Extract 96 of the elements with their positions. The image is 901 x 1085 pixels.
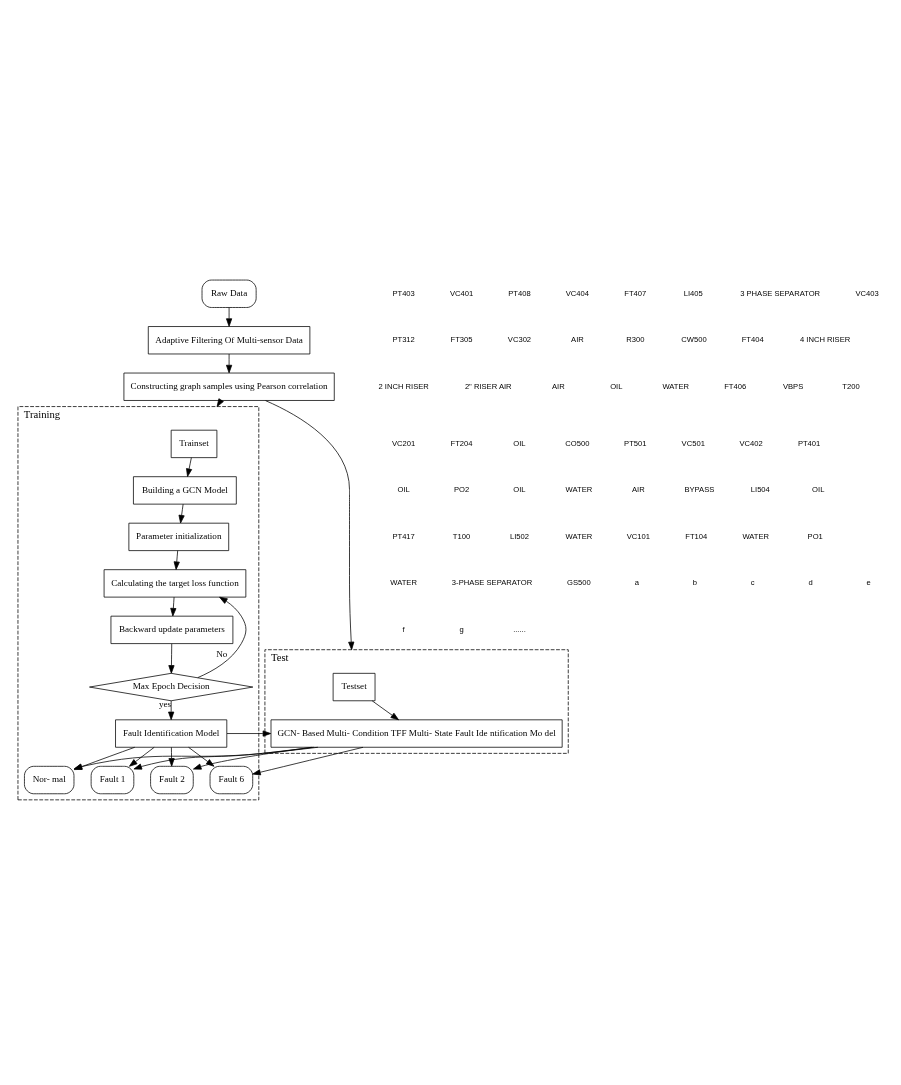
label: AIR: [552, 381, 565, 391]
label: b: [692, 577, 697, 587]
arrow: [186, 456, 193, 477]
label: e: [866, 577, 871, 587]
label: VC401: [449, 288, 474, 298]
label: 2 INCH RISER: [378, 381, 429, 391]
node-box: GCN- Based Multi- Condition TFF Multi- State Fault Ide ntification Mo del: [270, 718, 563, 748]
label: FT104: [685, 531, 708, 541]
label: VC501: [681, 438, 705, 448]
label: OIL: [397, 484, 410, 494]
label: VC201: [391, 438, 416, 448]
label: FT204: [450, 438, 473, 448]
label: WATER: [742, 531, 770, 541]
label: PO2: [453, 484, 470, 494]
node-box: Nor- mal: [24, 765, 75, 794]
node-box: Building a GCN Model: [133, 475, 237, 504]
node-box: Parameter initialization: [128, 522, 230, 551]
label: FT406: [724, 381, 747, 391]
label: WATER: [662, 381, 690, 391]
label: VC404: [565, 288, 590, 298]
node-box: Fault 1: [90, 765, 135, 794]
arrow: [133, 746, 315, 769]
arrow: [173, 549, 180, 570]
arrow: [226, 730, 272, 737]
label: f: [402, 624, 405, 634]
label: LI405: [683, 288, 703, 298]
arrow: [129, 746, 155, 767]
arrow: [170, 596, 177, 616]
label: CW500: [681, 334, 707, 344]
node-box: Testset: [332, 672, 376, 701]
label: VC402: [739, 438, 763, 448]
label: LI504: [750, 484, 770, 494]
edge-label: yes: [158, 698, 172, 709]
label: R300: [626, 334, 645, 344]
label: CO500: [565, 438, 590, 448]
arrow: [168, 642, 175, 674]
arrow: [197, 596, 247, 678]
label: OIL: [513, 484, 526, 494]
label: VC302: [507, 334, 532, 344]
label: 4 INCH RISER: [799, 334, 851, 344]
label: PO1: [807, 531, 823, 541]
label: T200: [842, 381, 860, 391]
node-box: Raw Data: [201, 279, 257, 308]
label: 3 PHASE SEPARATOR: [740, 288, 821, 298]
arrow: [73, 746, 319, 770]
label: AIR: [571, 334, 584, 344]
label: OIL: [812, 484, 825, 494]
label: WATER: [390, 577, 417, 587]
arrow: [371, 699, 399, 720]
label: PT417: [392, 531, 415, 541]
label: c: [750, 577, 755, 587]
label: g: [459, 624, 464, 634]
label: VC403: [855, 288, 879, 298]
arrow: [188, 746, 215, 767]
label: OIL: [610, 381, 623, 391]
node-box: Adaptive Filtering Of Multi-sensor Data: [147, 325, 311, 354]
label: VBPS: [782, 381, 804, 391]
arrow: [226, 353, 233, 373]
label: AIR: [632, 484, 645, 494]
arrow: [265, 399, 355, 650]
label: PT312: [392, 334, 415, 344]
label: 3-PHASE SEPARATOR: [451, 577, 533, 587]
label: FT305: [450, 334, 473, 344]
edge-label: No: [216, 648, 228, 659]
label: ......: [513, 624, 526, 634]
arrow: [168, 699, 175, 720]
label: 2" RISER AIR: [464, 381, 512, 391]
arrow: [252, 746, 364, 775]
label: PT501: [624, 438, 647, 448]
node-box: Backward update parameters: [110, 615, 234, 644]
label: OIL: [513, 438, 526, 448]
arrow: [168, 746, 175, 766]
arrow: [226, 306, 233, 327]
label: d: [808, 577, 813, 587]
label: T100: [452, 531, 471, 541]
label: VC101: [626, 531, 651, 541]
node-box: Fault 2: [150, 765, 194, 794]
arrow: [193, 746, 313, 770]
label: GS500: [567, 577, 591, 587]
node-diamond: Max Epoch Decision: [89, 672, 254, 701]
label: FT407: [624, 288, 647, 298]
node-box: Fault 6: [209, 765, 254, 794]
label: PT401: [797, 438, 821, 448]
node-box: Calculating the target loss function: [103, 568, 247, 597]
label: PT408: [508, 288, 531, 298]
label: WATER: [565, 531, 593, 541]
label: WATER: [565, 484, 593, 494]
label: PT403: [392, 288, 415, 298]
node-box: Fault Identification Model: [115, 718, 228, 748]
label: a: [634, 577, 639, 587]
arrow: [73, 746, 136, 770]
arrow: [178, 503, 185, 523]
label: BYPASS: [684, 484, 715, 494]
label: FT404: [741, 334, 764, 344]
label: LI502: [509, 531, 529, 541]
node-box: Trainset: [170, 429, 218, 458]
